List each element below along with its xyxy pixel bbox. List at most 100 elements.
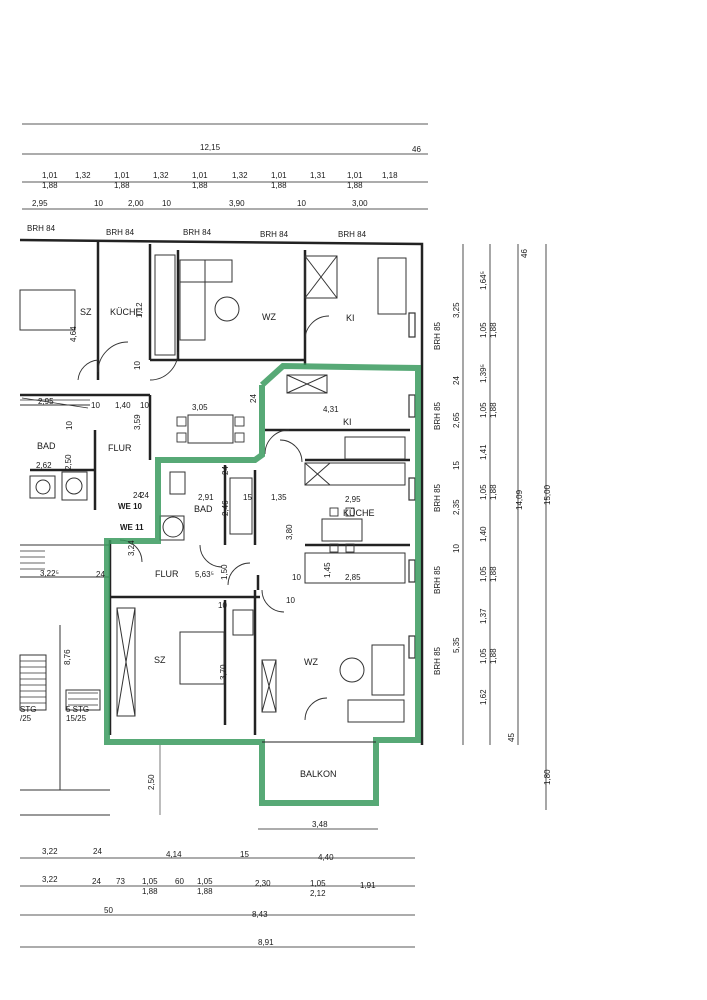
right-dim-col2: 1,64⁵ 1,05 1,88 1,39⁵ 1,05 1,88 1,41 1,0… — [479, 271, 516, 742]
dim: 8,76 — [63, 649, 72, 665]
dim: 24 — [96, 570, 105, 579]
dim: 1,88 — [489, 484, 498, 500]
bottom-dim-row3: 50 8,43 — [104, 906, 268, 919]
dim: 1,32 — [232, 171, 248, 180]
bottom-dim-row2: 3,22 24 73 1,05 60 1,05 2,30 1,05 1,91 1… — [42, 875, 376, 898]
room-flur-mid: FLUR — [155, 569, 179, 579]
dim: 10 — [452, 544, 461, 553]
label-stg1: 5 STG — [66, 705, 89, 714]
dim: 1,88 — [489, 648, 498, 664]
dim: 46 — [520, 249, 529, 258]
brh-label: BRH 84 — [183, 228, 212, 237]
dim: 24 — [140, 491, 149, 500]
dim: 15 — [243, 493, 252, 502]
dim: 2,50 — [147, 774, 156, 790]
dim: 3,59 — [133, 414, 142, 430]
dim: 5,63⁵ — [195, 570, 214, 579]
dim: 1,32 — [75, 171, 91, 180]
brh-label: BRH 85 — [433, 401, 442, 430]
dim: 3,22⁵ — [40, 569, 59, 578]
dim-bottom-total: 8,91 — [258, 938, 274, 947]
dim: 1,01 — [192, 171, 208, 180]
dim: 24 — [133, 491, 142, 500]
dim: 2,46 — [221, 500, 230, 516]
dim: 1,05 — [479, 322, 488, 338]
dim: 24 — [221, 466, 230, 475]
brh-label: BRH 84 — [106, 228, 135, 237]
dim: 50 — [104, 906, 113, 915]
dim: 4,64 — [69, 326, 78, 342]
brh-label: BRH 85 — [433, 646, 442, 675]
dim: 1,88 — [142, 887, 158, 896]
dim: 3,70 — [219, 664, 228, 680]
dim: 10 — [94, 199, 103, 208]
room-ki-mid: KI — [343, 417, 352, 427]
dim: 3,22 — [42, 875, 58, 884]
dim: 10 — [218, 601, 227, 610]
right-dim-col3: 46 14,09 15,00 1,80 — [515, 249, 552, 785]
dim: 1,01 — [114, 171, 130, 180]
inner-dimensions: 4,64 1,12 10 2,95 10 1,40 10 3,05 3,59 2… — [36, 302, 378, 830]
dim: 73 — [116, 877, 125, 886]
top-dim-row1: 1,01 1,32 1,01 1,32 1,01 1,32 1,01 1,31 … — [42, 171, 398, 190]
dim: 10 — [140, 401, 149, 410]
label-we10: WE 10 — [118, 502, 143, 511]
brh-top-labels: BRH 84 BRH 84 BRH 84 BRH 84 BRH 84 — [27, 224, 367, 239]
brh-label: BRH 84 — [260, 230, 289, 239]
dim: 10 — [162, 199, 171, 208]
dim: 1,40 — [479, 526, 488, 542]
dim: 2,91 — [198, 493, 214, 502]
dim: 1,39⁵ — [479, 364, 488, 383]
dim: 1,12 — [135, 302, 144, 318]
dim: 1,31 — [310, 171, 326, 180]
dim: 15 — [240, 850, 249, 859]
dim: 4,14 — [166, 850, 182, 859]
dim: 1,32 — [153, 171, 169, 180]
dim: 3,00 — [352, 199, 368, 208]
label-stg0: STG — [20, 705, 36, 714]
dim-overall-end: 46 — [412, 145, 421, 154]
label-stg0-sub: /25 — [20, 714, 32, 723]
dim: 14,09 — [515, 489, 524, 510]
room-sz-lower: SZ — [154, 655, 166, 665]
room-wz-upper: WZ — [262, 312, 276, 322]
dim: 10 — [133, 361, 142, 370]
dim: 1,88 — [42, 181, 58, 190]
brh-label: BRH 85 — [433, 565, 442, 594]
dim: 5,35 — [452, 637, 461, 653]
dim: 1,01 — [271, 171, 287, 180]
dim: 1,88 — [489, 566, 498, 582]
dim: 10 — [292, 573, 301, 582]
room-bad-left: BAD — [37, 441, 56, 451]
dim: 1,01 — [42, 171, 58, 180]
room-balkon: BALKON — [300, 769, 337, 779]
brh-right-labels: BRH 85 BRH 85 BRH 85 BRH 85 BRH 85 — [433, 321, 442, 675]
fixtures — [35, 296, 365, 683]
dim: 24 — [93, 847, 102, 856]
dim: 1,88 — [347, 181, 363, 190]
label-stg1-sub: 15/25 — [66, 714, 87, 723]
dim: 4,40 — [318, 853, 334, 862]
dim: 1,05 — [479, 402, 488, 418]
brh-label: BRH 85 — [433, 321, 442, 350]
dim: 10 — [65, 421, 74, 430]
dim: 1,05 — [479, 648, 488, 664]
dim: 1,05 — [310, 879, 326, 888]
dim: 2,95 — [38, 397, 54, 406]
dim: 2,30 — [255, 879, 271, 888]
dim: 3,48 — [312, 820, 328, 829]
dim: 24 — [452, 376, 461, 385]
room-flur-left: FLUR — [108, 443, 132, 453]
dim: 3,24 — [127, 540, 136, 556]
bottom-dim-row1: 3,22 24 4,14 15 4,40 — [42, 847, 334, 862]
brh-label: BRH 85 — [433, 483, 442, 512]
partitions — [19, 254, 407, 816]
apartment-outline — [104, 362, 421, 806]
dim: 1,41 — [479, 444, 488, 460]
dim: 1,05 — [479, 484, 488, 500]
chairs — [176, 416, 355, 553]
dim: 3,90 — [229, 199, 245, 208]
dim: 1,05 — [479, 566, 488, 582]
dim: 1,37 — [479, 608, 488, 624]
